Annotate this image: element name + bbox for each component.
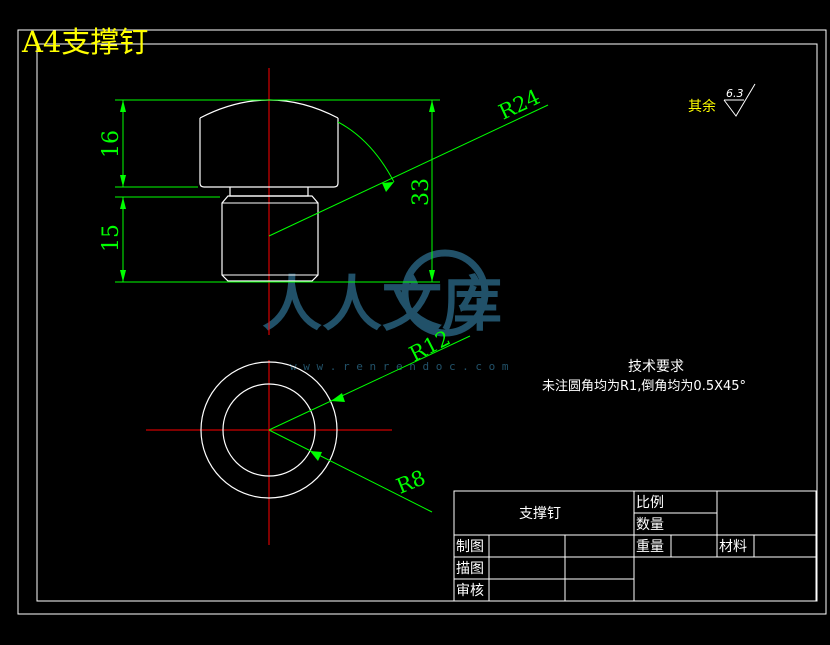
surface-finish-label: 其余	[688, 98, 716, 115]
dim-shank-height: 15	[99, 197, 126, 282]
part-name: 支撑钉	[519, 506, 561, 522]
dim-head-height: 16	[99, 100, 126, 187]
inner-frame	[36, 43, 818, 602]
outer-frame	[17, 29, 827, 615]
shank	[221, 195, 319, 282]
top-view	[146, 360, 392, 545]
drawn-label: 制图	[456, 539, 484, 555]
tech-req-note: 未注圆角均为R1,倒角均为0.5X45°	[542, 379, 746, 394]
extension-lines	[115, 99, 440, 283]
dim-15-label: 15	[99, 224, 124, 252]
watermark-logo-ring	[401, 249, 489, 337]
weight-label: 重量	[636, 539, 664, 555]
dim-outer-radius: R12	[268, 326, 471, 431]
title-block	[453, 490, 817, 602]
scale-label: 比例	[636, 495, 664, 511]
inner-circle	[222, 383, 316, 477]
surface-finish-value: 6.3	[726, 87, 744, 100]
dim-r8-label: R8	[393, 465, 429, 498]
dim-16-label: 16	[99, 130, 124, 158]
outer-circle	[200, 361, 338, 499]
watermark: 人人文库 w w w . r e n r e n d o c . c o m	[262, 249, 509, 373]
surface-finish: 其余 6.3	[688, 83, 756, 117]
drawing-title: A4支撑钉	[21, 25, 148, 59]
traced-label: 描图	[456, 561, 484, 577]
dim-inner-radius: R8	[268, 429, 433, 513]
quantity-label: 数量	[636, 517, 664, 533]
title-block-text: 支撑钉 比例 数量 重量 材料 制图 描图 审核	[456, 495, 747, 599]
watermark-url: w w w . r e n r e n d o c . c o m	[290, 360, 509, 373]
material-label: 材料	[719, 539, 747, 555]
dim-head-radius: R24	[268, 85, 549, 237]
dim-33-label: 33	[409, 178, 434, 206]
tech-req-heading: 技术要求	[628, 359, 684, 375]
dim-total-height: 33	[409, 100, 435, 282]
surface-finish-icon	[723, 83, 756, 117]
head-body	[199, 118, 339, 188]
checked-label: 审核	[456, 583, 484, 599]
